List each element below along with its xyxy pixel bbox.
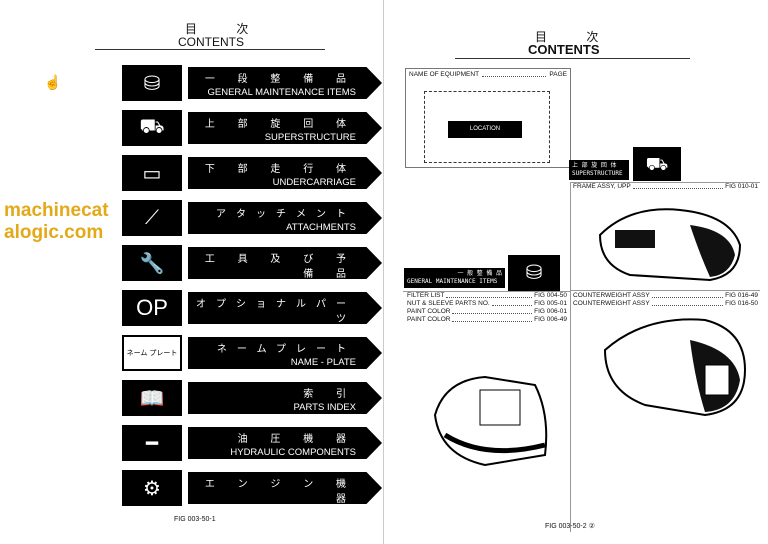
section-banner[interactable]: 下 部 走 行 体 UNDERCARRIAGE	[188, 157, 382, 189]
section-jp: ネームプレート	[216, 344, 356, 355]
section-en: NAME - PLATE	[290, 357, 356, 368]
section-jp: 油 圧 機 器	[237, 434, 356, 445]
filter-icon: ⛁	[508, 255, 560, 291]
section-banner[interactable]: ネームプレート NAME - PLATE	[188, 337, 382, 369]
cab-icon: ⛟	[633, 147, 681, 181]
section-row[interactable]: 📖 索 引 PARTS INDEX	[122, 380, 384, 416]
cab-icon: ⛟	[122, 110, 182, 146]
section-row[interactable]: ⛁ 一 段 整 備 品 GENERAL MAINTENANCE ITEMS	[122, 65, 384, 101]
title-underline	[95, 49, 325, 50]
section-row[interactable]: ━ 油 圧 機 器 HYDRAULIC COMPONENTS	[122, 425, 384, 461]
counterweight-drawing	[603, 318, 747, 417]
section-en: ATTACHMENTS	[286, 222, 356, 233]
section-banner[interactable]: 上 部 旋 回 体 SUPERSTRUCTURE	[188, 112, 382, 144]
section-row[interactable]: ネーム プレート ネームプレート NAME - PLATE	[122, 335, 384, 371]
page-footer: FIG 003-50-1	[174, 516, 216, 523]
name-plate-icon: ネーム プレート	[122, 335, 182, 371]
section-jp: 工 具 及 び 予 備 品	[204, 254, 356, 280]
legend-name: NAME OF EQUIPMENT	[409, 71, 480, 78]
section-en: GENERAL MAINTENANCE ITEMS	[207, 87, 356, 98]
legend-box: NAME OF EQUIPMENT PAGE LOCATION	[405, 68, 571, 168]
op-icon: OP	[122, 290, 182, 326]
filter-icon: ⛁	[122, 65, 182, 101]
title-underline	[455, 58, 690, 59]
section-en: SUPERSTRUCTURE	[264, 132, 356, 143]
section-banner[interactable]: アタッチメント ATTACHMENTS	[188, 202, 382, 234]
section-row[interactable]: ⟋ アタッチメント ATTACHMENTS	[122, 200, 384, 236]
section-jp: 一 段 整 備 品	[204, 74, 356, 85]
list-item[interactable]: NUT & SLEEVE PARTS NO.FIG 005-01	[407, 300, 567, 307]
section-banner[interactable]: 油 圧 機 器 HYDRAULIC COMPONENTS	[188, 427, 382, 459]
title-en: CONTENTS	[528, 42, 600, 57]
section-jp: オプショナルパーツ	[196, 299, 356, 325]
location-label: LOCATION	[448, 121, 522, 138]
title-jp: 目 次	[185, 22, 267, 36]
section-row[interactable]: ⛟ 上 部 旋 回 体 SUPERSTRUCTURE	[122, 110, 384, 146]
frame-assembly-drawing	[598, 208, 742, 282]
page-footer: FIG 003-50-2 ②	[545, 523, 595, 530]
column-divider	[570, 182, 571, 532]
title-en: CONTENTS	[178, 35, 244, 49]
section-en: PARTS INDEX	[293, 402, 356, 413]
boom-arm-icon: ⟋	[122, 200, 182, 236]
legend-page: PAGE	[549, 71, 567, 78]
section-jp: アタッチメント	[216, 209, 356, 220]
section-jp: エ ン ジ ン 機 器	[204, 479, 356, 505]
engine-icon: ⚙	[122, 470, 182, 506]
hand-cursor-icon: ☝	[44, 74, 62, 90]
section-banner[interactable]: 一 段 整 備 品 GENERAL MAINTENANCE ITEMS	[188, 67, 382, 99]
section-en: HYDRAULIC COMPONENTS	[230, 447, 356, 458]
section-jp: 下 部 走 行 体	[204, 164, 356, 175]
watermark: machinecatalogic.com	[4, 200, 109, 243]
book-icon: 📖	[122, 380, 182, 416]
title-jp: 目 次	[535, 30, 617, 44]
section-en: UNDERCARRIAGE	[272, 177, 356, 188]
machine-body-drawing	[433, 375, 548, 467]
track-icon: ▭	[122, 155, 182, 191]
hose-icon: ━	[122, 425, 182, 461]
section-jp: 索 引	[303, 389, 356, 400]
section-jp: 上 部 旋 回 体	[204, 119, 356, 130]
right-page: 目 次 CONTENTS NAME OF EQUIPMENT PAGE LOCAT…	[385, 0, 768, 544]
left-page: 目 次 CONTENTS ☝ ⛁ 一 段 整 備 品 GENERAL MAINTEN…	[44, 0, 384, 544]
section-banner[interactable]: 索 引 PARTS INDEX	[188, 382, 382, 414]
section-row[interactable]: ▭ 下 部 走 行 体 UNDERCARRIAGE	[122, 155, 384, 191]
wrench-icon: 🔧	[122, 245, 182, 281]
